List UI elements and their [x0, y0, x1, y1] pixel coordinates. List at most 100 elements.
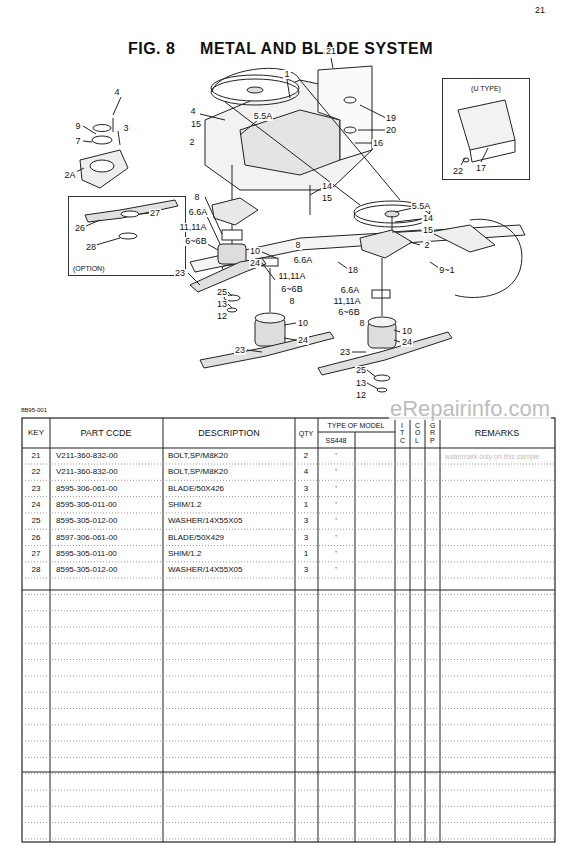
callout-number: 23 [174, 269, 186, 278]
callout-number: 10 [249, 247, 261, 256]
key-cell: 24 [31, 501, 42, 509]
row-rule [22, 757, 555, 758]
column-header: PART CCDE [79, 429, 132, 438]
key-cell: 25 [31, 517, 42, 525]
callout-number: 23 [234, 346, 246, 355]
model-mark: ' [334, 550, 338, 558]
row-rule [22, 692, 555, 693]
row-rule [22, 594, 555, 595]
row-rule [22, 708, 555, 709]
inset-box: (OPTION) [68, 196, 186, 276]
row-rule [22, 512, 555, 513]
part-code-cell: V211-360-832-00 [55, 468, 119, 476]
callout-number: 13 [216, 300, 228, 309]
callout-number: 15 [190, 120, 202, 129]
form-code: 8B95-001 [20, 407, 48, 413]
part-code-cell: 8595-305-011-00 [55, 501, 118, 509]
callout-number: 14 [321, 182, 333, 191]
callout-number: 25 [216, 288, 228, 297]
row-rule [22, 790, 555, 791]
callout-number: 12 [355, 391, 367, 400]
callout-number: 2 [423, 241, 430, 250]
page-number: 21 [534, 6, 546, 15]
quantity-cell: 4 [303, 468, 309, 476]
key-cell: 21 [31, 452, 42, 460]
row-rule [22, 838, 555, 839]
callout-number: 8 [193, 193, 200, 202]
callout-number: 9~1 [438, 266, 455, 275]
model-mark: ' [334, 517, 338, 525]
callout-number: 12 [216, 312, 228, 321]
quantity-cell: 1 [303, 550, 309, 558]
watermark: watermark only on this sample [444, 453, 541, 460]
column-header: QTY [298, 430, 314, 437]
callout-number: 8 [288, 297, 295, 306]
callout-number: 10 [401, 327, 413, 336]
callout-number: 15 [422, 226, 434, 235]
model-mark: ' [334, 566, 338, 574]
model-mark: ' [334, 452, 338, 460]
callout-number: 21 [325, 47, 337, 56]
callout-number: 13 [355, 379, 367, 388]
row-rule [22, 561, 555, 562]
description-cell: WASHER/14X55X05 [167, 566, 243, 574]
callout-number: 2 [188, 138, 195, 147]
row-rule [22, 464, 555, 465]
callout-number: 6.6A [340, 286, 361, 295]
quantity-cell: 3 [303, 534, 309, 542]
callout-number: 4 [113, 88, 120, 97]
row-rule [22, 806, 555, 807]
description-cell: BLADE/50X429 [167, 534, 225, 542]
model-mark: ' [334, 534, 338, 542]
inset-caption: (OPTION) [73, 265, 105, 272]
row-rule [22, 822, 555, 823]
callout-number: 4 [189, 107, 196, 116]
callout-number: 11,11A [332, 297, 361, 306]
watermark: eRepairinfo.com [389, 398, 551, 420]
callout-number: 15 [321, 194, 333, 203]
column-header: ITC [399, 422, 405, 444]
column-header: KEY [27, 429, 45, 437]
part-code-cell: 8595-305-012-00 [55, 517, 118, 525]
row-rule [22, 659, 555, 660]
column-header: COL [414, 422, 420, 444]
key-cell: 22 [31, 468, 42, 476]
quantity-cell: 2 [303, 452, 309, 460]
row-rule [22, 529, 555, 530]
callout-number: 20 [385, 126, 397, 135]
row-rule [22, 675, 555, 676]
callout-number: 16 [372, 139, 384, 148]
column-header: GRP [429, 422, 435, 444]
part-code-cell: V211-360-832-00 [55, 452, 119, 460]
callout-number: 19 [385, 114, 397, 123]
callout-number: 24 [401, 338, 413, 347]
callout-number: 6~6B [184, 237, 207, 246]
description-cell: BOLT,SP/M8K20 [167, 468, 229, 476]
row-rule [22, 545, 555, 546]
row-rule [22, 724, 555, 725]
column-header: SS448 [324, 437, 347, 444]
callout-number: 2A [63, 171, 76, 180]
model-mark: ' [334, 468, 338, 476]
callout-number: 5.5A [253, 112, 274, 121]
key-cell: 27 [31, 550, 42, 558]
callout-number: 27 [149, 209, 161, 218]
callout-number: 11,11A [178, 223, 207, 232]
callout-number: 6~6B [280, 285, 303, 294]
model-mark: ' [334, 485, 338, 493]
row-rule [22, 480, 555, 481]
column-header: DESCRIPTION [197, 429, 261, 438]
part-code-cell: 8595-305-011-00 [55, 550, 118, 558]
callout-number: 18 [347, 266, 359, 275]
callout-number: 8 [294, 241, 301, 250]
row-rule [22, 643, 555, 644]
key-cell: 26 [31, 534, 42, 542]
row-rule [22, 627, 555, 628]
callout-number: 23 [339, 348, 351, 357]
row-rule [22, 773, 555, 774]
callout-number: 6.6A [293, 256, 314, 265]
callout-number: 8 [358, 319, 365, 328]
part-code-cell: 8595-305-012-00 [55, 566, 118, 574]
description-cell: SHIM/1.2 [167, 501, 202, 509]
callout-number: 7 [74, 137, 81, 146]
